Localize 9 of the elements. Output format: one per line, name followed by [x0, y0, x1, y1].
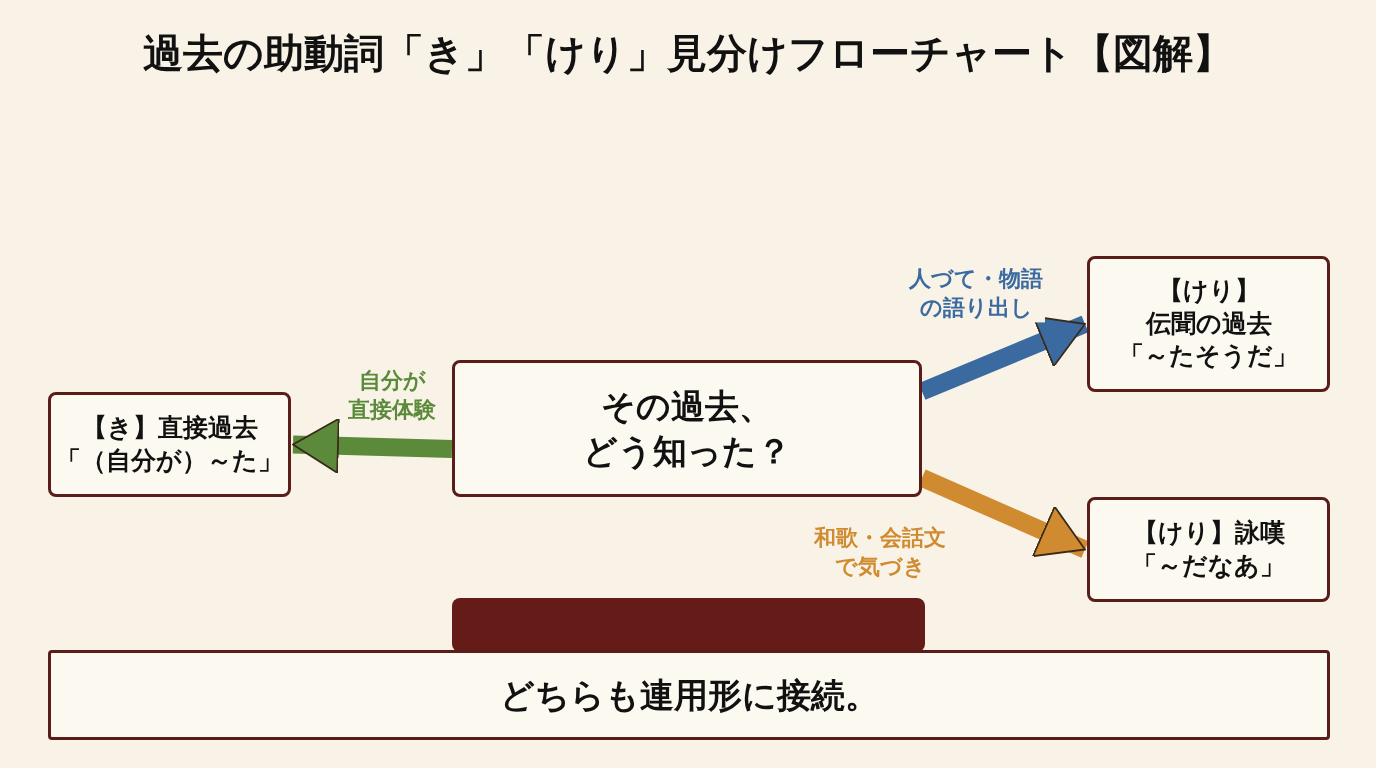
summary-band: どちらも連用形に接続。: [48, 650, 1330, 740]
edge-label: 和歌・会話文で気づき: [812, 524, 948, 582]
edge-label: 人づて・物語の語り出し: [907, 265, 1045, 323]
result-box: 【けり】詠嘆 「～だなあ」: [1087, 497, 1330, 602]
result-box: 【けり】 伝聞の過去 「～たそうだ」: [1087, 256, 1330, 392]
arrow: [292, 417, 453, 474]
title: 過去の助動詞「き」「けり」見分けフローチャート【図解】: [142, 29, 1234, 78]
result-box: 【き】直接過去 「（自分が）～た」: [48, 392, 291, 497]
question-box: その過去、どう知った？: [452, 360, 922, 497]
